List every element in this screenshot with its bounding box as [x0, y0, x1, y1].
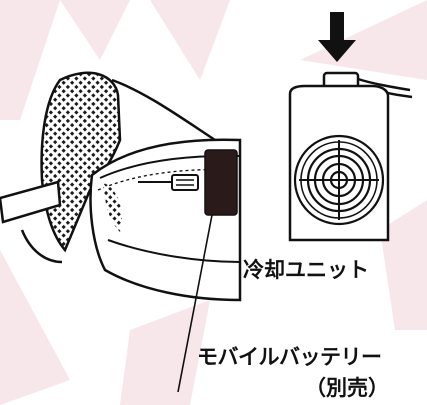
battery-icon	[204, 149, 238, 216]
speaker-grille-icon	[293, 134, 385, 226]
cooling-unit-illustration	[288, 12, 413, 242]
pouch-lower-curve	[107, 239, 241, 263]
vest-lower-edge	[20, 229, 63, 264]
down-arrow-icon	[318, 12, 356, 62]
cooling-unit-label: 冷却ユニット	[243, 258, 369, 282]
sold-separately-label: （別売）	[305, 376, 389, 400]
usb-plug-icon	[171, 174, 199, 191]
pouch-mesh-inside	[104, 183, 122, 232]
vest-illustration	[0, 71, 242, 393]
vest-shoulder-strap	[111, 78, 216, 142]
vest-side-strap	[0, 180, 62, 224]
callout-line	[177, 214, 213, 393]
mobile-battery-label: モバイルバッテリー	[197, 345, 382, 369]
unit-cable-icon	[357, 77, 411, 92]
